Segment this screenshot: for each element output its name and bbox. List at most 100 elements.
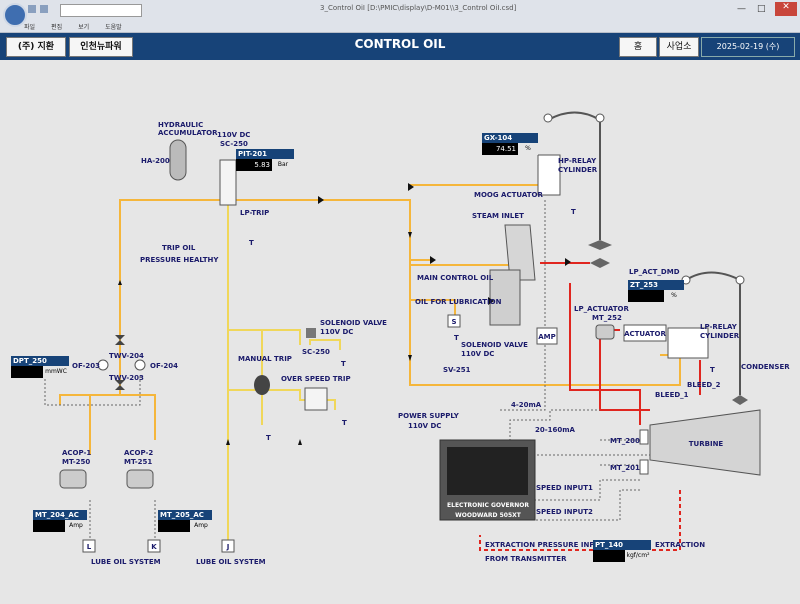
lp-trip-label: LP-TRIP (240, 209, 269, 217)
twv-203-valve-icon (115, 380, 125, 390)
app-orb-icon[interactable] (3, 3, 27, 27)
menu-edit[interactable]: 편집 (51, 24, 63, 31)
temp-label: T (249, 239, 254, 247)
actuator-label: ACTUATOR (624, 330, 666, 338)
lp-cylinder-label: CYLINDER (700, 332, 740, 340)
control-oil-diagram: L K J AMP ACTUATOR HYDRAULIC ACCUMULATOR… (0, 60, 800, 600)
page-title: CONTROL OIL (354, 37, 446, 51)
pivot-icon (595, 113, 605, 123)
main-control-oil-label: MAIN CONTROL OIL (417, 274, 494, 282)
bleed-1-label: BLEED_1 (655, 391, 689, 399)
process-diagram-svg: L K J AMP ACTUATOR HYDRAULIC ACCUMULATOR… (44, 111, 790, 566)
datetime-display: 2025-02-19 (수) 10:37:02 (701, 37, 795, 69)
over-speed-trip-device (304, 387, 328, 411)
temp-label: T (571, 208, 576, 216)
tag-unit: % (518, 143, 538, 155)
governor-label: ELECTRONIC GOVERNOR (447, 502, 529, 509)
open-icon[interactable] (40, 5, 48, 13)
temp-label: T (266, 434, 271, 442)
sc-250-valve-block (219, 159, 237, 206)
twv-203-label: TWV-203 (109, 374, 144, 382)
menu-file[interactable]: 파일 (24, 24, 36, 31)
hydraulic-label: HYDRAULIC (158, 121, 203, 129)
steam-valve-icon (590, 258, 610, 268)
close-button[interactable]: ✕ (775, 2, 797, 16)
tag-mt-204-ac[interactable]: MT_204_AC Amp (33, 510, 87, 532)
connector-label: K (151, 543, 157, 551)
sv-251-label: SV-251 (443, 366, 471, 374)
steam-inlet-valve (504, 224, 536, 281)
20-160ma-label: 20-160mA (535, 426, 576, 434)
acop-1-pump-icon[interactable] (59, 469, 87, 489)
quick-access-input[interactable] (60, 4, 142, 17)
pivot-icon (735, 275, 745, 285)
tag-value (593, 550, 625, 562)
extraction-line (479, 490, 681, 551)
manual-trip-lever[interactable] (254, 375, 270, 395)
woodward-label: WOODWARD 505XT (455, 512, 522, 519)
turbine-label: TURBINE (689, 440, 724, 448)
site-button[interactable]: 사업소 (659, 37, 699, 57)
solenoid-valve-1-voltage: 110V DC (320, 328, 353, 336)
over-speed-trip-label: OVER SPEED TRIP (281, 375, 351, 383)
tag-value (158, 520, 190, 532)
condenser-label: CONDENSER (741, 363, 790, 371)
tag-zt-253[interactable]: ZT_253 % (628, 280, 684, 302)
of-203-filter-icon (97, 359, 109, 371)
menu-bar: 파일 편집 보기 도움말 (24, 22, 122, 31)
sc-250-top-label: SC-250 (220, 140, 248, 148)
pressure-healthy-label: PRESSURE HEALTHY (140, 256, 219, 264)
tag-name: DPT_250 (11, 356, 69, 366)
accumulator-label: ACCUMULATOR (158, 129, 218, 137)
actuator-box (623, 324, 667, 342)
window-title: 3_Control OiI [D:\PMIC\display\D-M01\\3_… (320, 4, 517, 12)
acop-1-label: ACOP-1 (62, 449, 91, 457)
mt-200-label: MT_200 (610, 437, 640, 445)
mt-250-label: MT-250 (62, 458, 90, 466)
accumulator-tank (169, 139, 187, 181)
tag-name: ZT_253 (628, 280, 684, 290)
minimize-button[interactable]: — (737, 4, 746, 14)
ha-200-label: HA-200 (141, 157, 170, 165)
tag-name: MT_204_AC (33, 510, 87, 520)
tag-unit: % (664, 290, 684, 302)
lube-connector-k (147, 539, 161, 553)
lp-act-dmd-label: LP_ACT_DMD (629, 268, 680, 276)
menu-view[interactable]: 보기 (78, 24, 90, 31)
home-button[interactable]: 홈 (619, 37, 657, 57)
lp-actuator-label: LP_ACTUATOR (574, 305, 629, 313)
maximize-button[interactable]: □ (757, 4, 766, 14)
solenoid-valve-2-label: SOLENOID VALVE (461, 341, 528, 349)
trip-oil-label: TRIP OIL (162, 244, 196, 252)
tag-gx-104[interactable]: GX-104 74.51 % (482, 133, 538, 155)
tag-pit-201[interactable]: PIT-201 5.83 Bar (236, 149, 294, 171)
connector-label: J (226, 543, 230, 551)
tag-value (11, 366, 43, 378)
solenoid-valve-sc250 (306, 328, 316, 338)
lube-connector-l (82, 539, 96, 553)
power-voltage-label: 110V DC (408, 422, 441, 430)
pivot-icon (543, 113, 553, 123)
twv-204-label: TWV-204 (109, 352, 144, 360)
temp-label: T (342, 419, 347, 427)
tag-unit: Bar (272, 159, 294, 171)
tag-dpt-250[interactable]: DPT_250 mmWC (11, 356, 69, 378)
speed-input-1-label: SPEED INPUT1 (536, 484, 593, 492)
flow-arrows (118, 183, 571, 445)
save-icon[interactable] (28, 5, 36, 13)
temp-label: T (341, 360, 346, 368)
tag-mt-205-ac[interactable]: MT_205_AC Amp (158, 510, 212, 532)
plant-name-button[interactable]: 인천뉴파워 (69, 37, 133, 57)
speed-input-2-label: SPEED INPUT2 (536, 508, 593, 516)
tag-value: 74.51 (495, 145, 516, 153)
solenoid-valve-2-voltage: 110V DC (461, 350, 494, 358)
window-titlebar: 3_Control OiI [D:\PMIC\display\D-M01\\3_… (0, 0, 800, 33)
bleed-2-label: BLEED_2 (687, 381, 721, 389)
acop-2-pump-icon[interactable] (126, 469, 154, 489)
lp-relay-cylinder (667, 327, 709, 359)
mt-252-label: MT_252 (592, 314, 622, 322)
solenoid-valve-1-label: SOLENOID VALVE (320, 319, 387, 327)
menu-help[interactable]: 도움말 (105, 24, 122, 31)
power-supply-label: POWER SUPPLY (398, 412, 460, 420)
tag-pt-140[interactable]: PT_140 kgf/cm² (593, 540, 651, 562)
